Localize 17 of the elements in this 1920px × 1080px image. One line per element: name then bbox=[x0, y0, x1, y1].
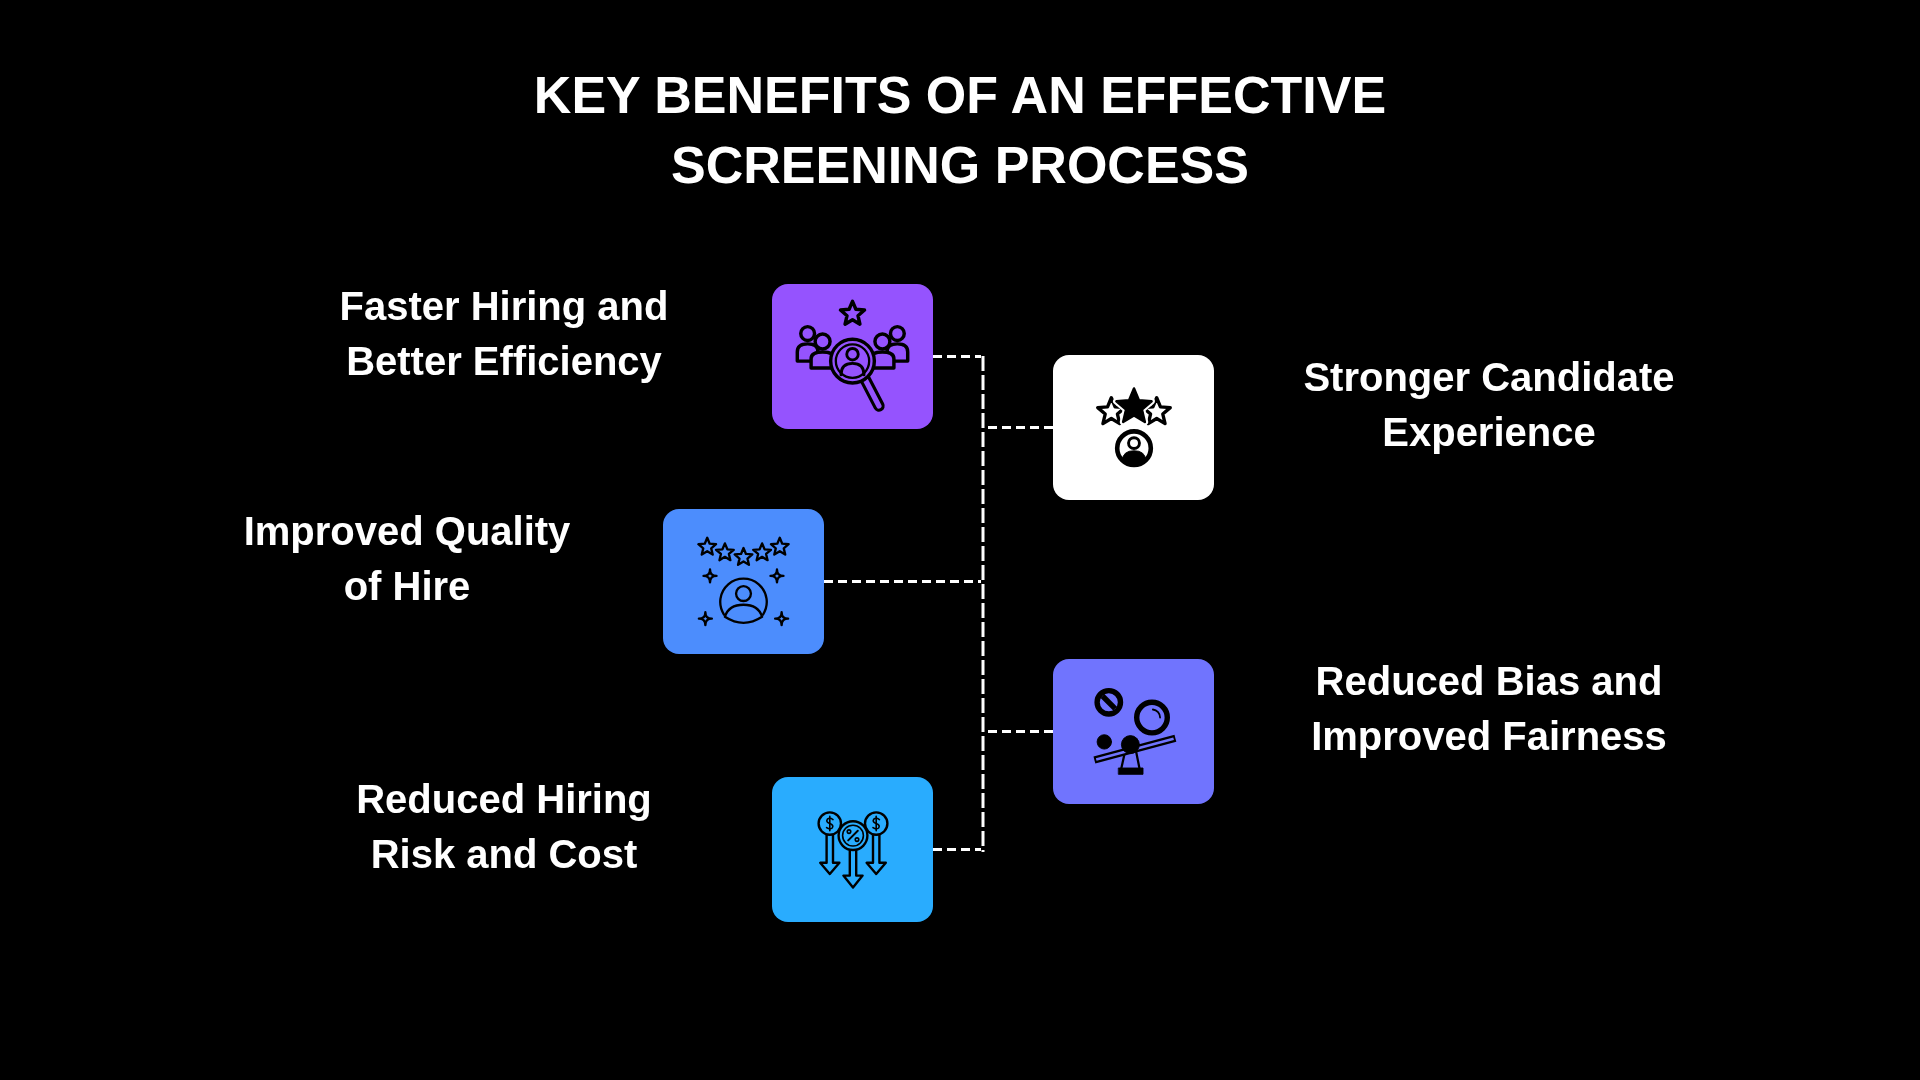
title: KEY BENEFITS OF AN EFFECTIVE SCREENING PROCESS bbox=[532, 65, 1388, 196]
benefit-label: Reduced Bias and Improved Fairness bbox=[1310, 657, 1668, 760]
dashed-connector-line bbox=[985, 730, 1053, 733]
benefit-label: Reduced Hiring Risk and Cost bbox=[355, 775, 653, 878]
icon-tile bbox=[772, 284, 933, 429]
dashed-connector-line bbox=[933, 355, 981, 358]
benefit-label: Stronger Candidate Experience bbox=[1302, 353, 1676, 456]
dashed-trunk-line bbox=[981, 356, 985, 852]
icon-tile bbox=[663, 509, 824, 654]
benefit-label: Improved Quality of Hire bbox=[242, 507, 572, 610]
icon-tile bbox=[772, 777, 933, 922]
dashed-connector-line bbox=[933, 848, 981, 851]
dashed-connector-line bbox=[824, 580, 981, 583]
icon-tile bbox=[1053, 355, 1214, 500]
benefit-label: Faster Hiring and Better Efficiency bbox=[338, 282, 670, 385]
dashed-connector-line bbox=[985, 426, 1053, 429]
icon-tile bbox=[1053, 659, 1214, 804]
